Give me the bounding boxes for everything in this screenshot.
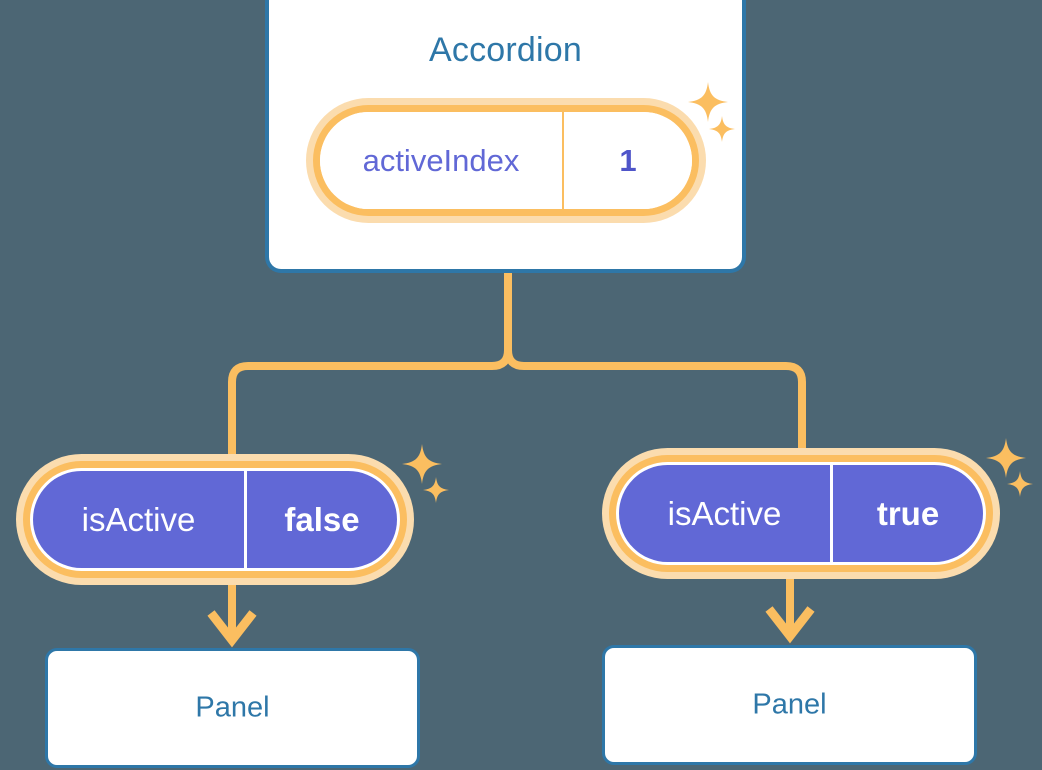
pill-inner: isActive false <box>30 468 400 571</box>
sparkle-icon <box>423 477 449 503</box>
panel-title: Panel <box>195 691 270 724</box>
pill-body: isActive true <box>619 465 983 562</box>
pill-ring: isActive false <box>23 461 407 578</box>
pill-ring: activeIndex 1 <box>313 105 699 216</box>
sparkle-icon <box>1007 471 1033 497</box>
prop-pill-isactive-true[interactable]: isActive true <box>602 448 1000 579</box>
sparkle-icon <box>402 444 442 484</box>
pill-inner: activeIndex 1 <box>320 112 692 209</box>
state-pill-key: activeIndex <box>320 112 564 209</box>
arrow-down-icon <box>207 585 257 648</box>
arrow-down-icon <box>765 579 815 644</box>
pill-body: isActive false <box>33 471 397 568</box>
prop-pill-value: true <box>876 494 940 532</box>
pill-ring: isActive true <box>609 455 993 572</box>
page-title: Accordion <box>429 31 582 69</box>
connector-branch-left <box>228 268 512 458</box>
prop-pill-isactive-false[interactable]: isActive false <box>16 454 414 585</box>
component-card-panel-right[interactable]: Panel <box>602 645 977 765</box>
prop-pill-value: false <box>284 500 360 538</box>
component-card-panel-left[interactable]: Panel <box>45 648 420 768</box>
state-pill-value: 1 <box>619 142 637 178</box>
sparkle-icon <box>986 438 1026 478</box>
pill-inner: isActive true <box>616 462 986 565</box>
prop-pill-key: isActive <box>33 471 247 568</box>
prop-pill-key: isActive <box>619 465 833 562</box>
state-pill-activeindex[interactable]: activeIndex 1 <box>306 98 706 223</box>
panel-title: Panel <box>752 688 827 721</box>
connector-branch-right <box>504 268 806 452</box>
pill-body: activeIndex 1 <box>320 112 692 209</box>
